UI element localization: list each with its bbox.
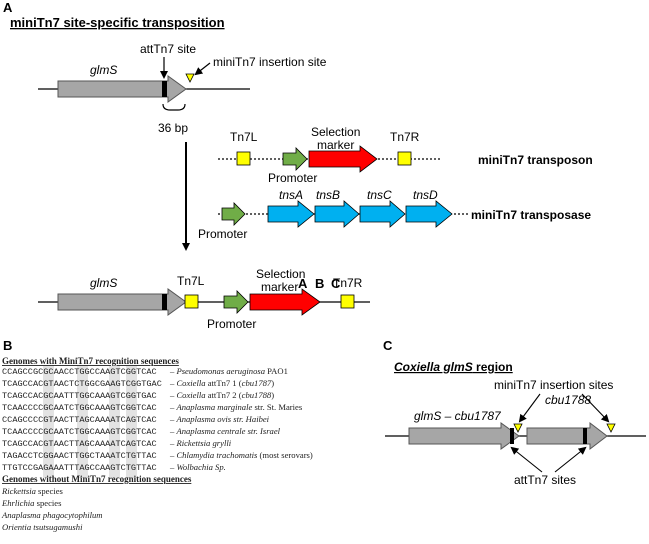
sequence-7: TCAGCCACGTAACTTAGCAAAATCAGTCAC bbox=[2, 439, 157, 449]
inserted-tn7l-label: Tn7L bbox=[177, 274, 205, 288]
organism-3: – Coxiella attTn7 2 (cbu1788) bbox=[169, 390, 274, 400]
tnsC-label: tnsC bbox=[367, 188, 392, 202]
att-site-block-top bbox=[162, 81, 167, 97]
inserted-promoter-label: Promoter bbox=[207, 317, 256, 331]
panel-c-att-block-2 bbox=[583, 428, 587, 444]
bp-label: 36 bp bbox=[158, 121, 188, 135]
sequence-highlight-bands bbox=[43, 366, 137, 478]
header-with-recognition: Genomes with MiniTn7 recognition sequenc… bbox=[2, 356, 179, 366]
sequence-5: CCAGCCCCGTAACTTAGCAAAATCAGTCAC bbox=[2, 415, 157, 425]
without-1: Rickettsia species bbox=[1, 486, 64, 496]
panel-c-label: C bbox=[383, 338, 393, 353]
transposon-title: miniTn7 transposon bbox=[478, 153, 593, 167]
panel-c-insertion-marker-2 bbox=[606, 423, 616, 433]
panel-c-att-pointer-left bbox=[510, 446, 543, 473]
att-site-block-bottom bbox=[162, 294, 167, 310]
overlay-letter-c: C bbox=[331, 276, 341, 291]
inserted-selection-label-1: Selection bbox=[256, 267, 305, 281]
transposon-promoter-label: Promoter bbox=[268, 171, 317, 185]
without-3: Anaplasma phagocytophilum bbox=[1, 510, 103, 520]
panel-c-title: Coxiella glmS region bbox=[394, 360, 513, 374]
organism-2: – Coxiella attTn7 1 (cbu1787) bbox=[169, 378, 274, 388]
inserted-tn7r-box bbox=[340, 294, 355, 309]
tnsB-gene-arrow bbox=[314, 200, 360, 228]
organism-5: – Anaplasma ovis str. Haibei bbox=[169, 414, 270, 424]
organism-9: – Wolbachia Sp. bbox=[169, 462, 226, 472]
glms-label-bottom: glmS bbox=[90, 276, 117, 290]
gene-glms-cbu1787-label: glmS – cbu1787 bbox=[414, 409, 502, 423]
panel-a-title: miniTn7 site-specific transposition bbox=[10, 15, 225, 30]
transposase-promoter-label: Promoter bbox=[198, 227, 247, 241]
sequence-1: CCAGCCGCGCAACCTGGCCAAGTCGGTCAC bbox=[2, 367, 157, 377]
transposase-title: miniTn7 transposase bbox=[471, 208, 591, 222]
organism-6: – Anaplasma centrale str. Israel bbox=[169, 426, 281, 436]
header-without-recognition: Genomes without MiniTn7 recognition sequ… bbox=[2, 474, 192, 484]
insertion-site-label: miniTn7 insertion site bbox=[213, 55, 327, 69]
insertion-site-marker bbox=[185, 73, 195, 83]
tnsC-gene-arrow bbox=[359, 200, 406, 228]
att-site-label: attTn7 site bbox=[140, 42, 196, 56]
transposase-promoter-arrow bbox=[221, 202, 246, 226]
transposon-selection-label-1: Selection bbox=[311, 125, 360, 139]
tnsD-label: tnsD bbox=[413, 188, 438, 202]
panel-c-att-label: attTn7 sites bbox=[514, 473, 576, 487]
glms-label-top: glmS bbox=[90, 63, 117, 77]
transposon-selection-label-2: marker bbox=[317, 138, 354, 152]
organism-7: – Rickettsia grylli bbox=[169, 438, 232, 448]
panel-a-label: A bbox=[3, 0, 13, 15]
transposon-tn7l-label: Tn7L bbox=[230, 130, 258, 144]
panel-c-att-block-1 bbox=[510, 428, 514, 444]
organism-4: – Anaplasma marginale str. St. Maries bbox=[169, 402, 303, 412]
inserted-tn7l-box bbox=[184, 294, 199, 309]
panel-c-att-pointer-right bbox=[554, 446, 587, 473]
without-4: Orientia tsutsugamushi bbox=[2, 522, 83, 532]
inserted-selection-marker bbox=[249, 288, 321, 316]
insertion-site-pointer bbox=[194, 62, 211, 76]
sequence-8: TAGACCTCGGAACTTGGCTAAATCTGTTAC bbox=[2, 451, 157, 461]
transposon-tn7r-box bbox=[397, 151, 412, 166]
tnsA-gene-arrow bbox=[267, 200, 315, 228]
cbu1788-gene-arrow bbox=[526, 421, 608, 451]
overlay-letter-a: A bbox=[298, 276, 308, 291]
transposon-tn7l-box bbox=[236, 151, 251, 166]
glms-gene-arrow-top bbox=[57, 75, 187, 103]
inserted-tn7r-label: Tn7R bbox=[333, 276, 363, 290]
inserted-promoter-arrow bbox=[223, 290, 249, 314]
sequence-rows: CCAGCCGCGCAACCTGGCCAAGTCGGTCAC – Pseudom… bbox=[2, 366, 313, 473]
transposon-selection-marker bbox=[308, 145, 378, 173]
without-2: Ehrlichia species bbox=[1, 498, 62, 508]
glms-gene-arrow-bottom bbox=[57, 288, 187, 316]
organism-1: – Pseudomonas aeruginosa PAO1 bbox=[169, 366, 288, 376]
sequence-4: TCAACCCCGCAATCTGGCAAAGTCGGTCAC bbox=[2, 403, 157, 413]
sequence-3: TCAGCCACGCAATTTGGCAAAGTCGGTGAC bbox=[2, 391, 157, 401]
inserted-selection-label-2: marker bbox=[261, 280, 298, 294]
gene-cbu1788-label: cbu1788 bbox=[545, 393, 591, 407]
transposon-tn7r-label: Tn7R bbox=[390, 130, 420, 144]
glms-cbu1787-gene-arrow bbox=[408, 422, 520, 450]
panel-c-insertion-pointer-left bbox=[518, 393, 541, 423]
sequence-2: TCAGCCACGTAACTCTGGCGAAGTCGGTGAC bbox=[2, 379, 162, 389]
sequence-9: TTGTCCGAGAAATTTAGCCAAGTCTGTTAC bbox=[2, 463, 157, 473]
tnsD-gene-arrow bbox=[405, 200, 453, 228]
transposon-promoter-arrow bbox=[282, 147, 308, 171]
overlay-letter-b: B bbox=[315, 276, 324, 291]
organism-8: – Chlamydia trachomatis (most serovars) bbox=[169, 450, 313, 460]
tnsB-label: tnsB bbox=[316, 188, 340, 202]
sequence-6: TCAACCCCGCAATCTGGCAAAGTCGGTCAC bbox=[2, 427, 157, 437]
panel-c-insertion-label: miniTn7 insertion sites bbox=[494, 378, 613, 392]
panel-b-label: B bbox=[3, 338, 12, 353]
bp-bracket bbox=[162, 103, 186, 111]
panel-c-insertion-pointer-right bbox=[581, 393, 610, 423]
panel-c-insertion-marker-1 bbox=[513, 423, 523, 433]
tnsA-label: tnsA bbox=[279, 188, 303, 202]
